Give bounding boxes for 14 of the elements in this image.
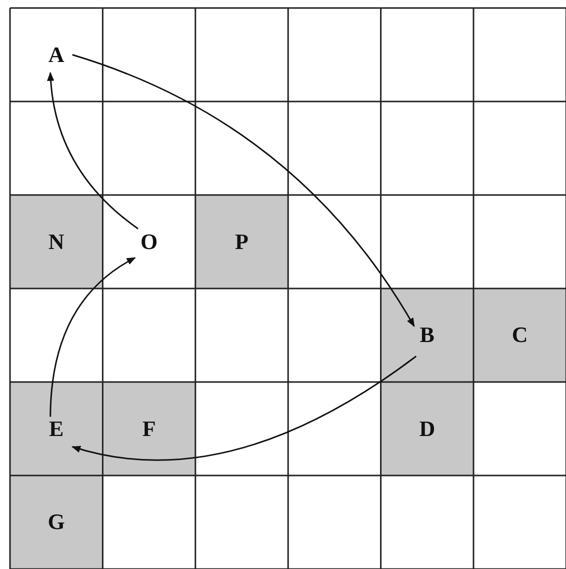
- cell-letter: P: [228, 228, 256, 256]
- curved-arrow: [71, 356, 417, 461]
- cell-letter: D: [413, 414, 442, 443]
- curved-arrow: [47, 72, 138, 230]
- cell-letter: N: [42, 228, 70, 256]
- curved-arrow: [50, 257, 136, 417]
- cell-letter: A: [42, 40, 70, 69]
- cell-letter: E: [42, 414, 70, 443]
- curved-arrow: [72, 54, 415, 328]
- cell-letter: O: [135, 228, 164, 256]
- cell-letter: F: [135, 414, 164, 443]
- cell-letter: C: [506, 321, 534, 350]
- cell-letter: B: [413, 321, 442, 350]
- cell-letter: G: [42, 508, 70, 536]
